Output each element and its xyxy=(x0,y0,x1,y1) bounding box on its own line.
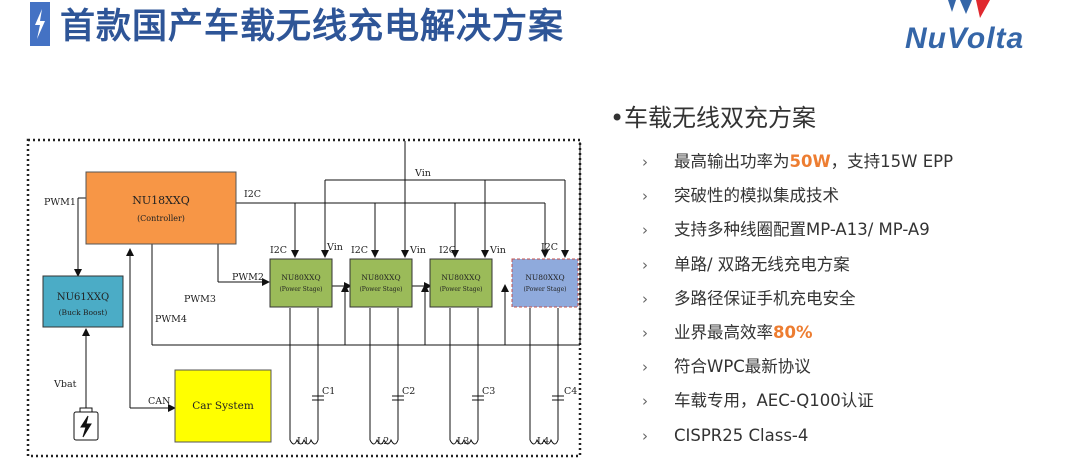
power-stage-2 xyxy=(349,258,413,308)
stage-4-sub: (Power Stage) xyxy=(523,286,566,293)
feature-list: •车载无线双充方案 › 最高输出功率为50W，支持15W EPP › 突破性的模拟集成… xyxy=(610,98,1070,453)
bullet-dot: • xyxy=(610,104,625,132)
label-c1: C1 xyxy=(322,386,335,397)
feature-text: 单路/ 双路无线充电方案 xyxy=(674,254,850,274)
feature-text: 支持多种线圈配置MP-A13/ MP-A9 xyxy=(674,220,930,240)
label-i2c-1: I2C xyxy=(270,245,287,256)
label-i2c-2: I2C xyxy=(351,245,368,256)
label-i2c-main: I2C xyxy=(244,189,261,200)
feature-text-suffix: ，支持15W EPP xyxy=(830,152,954,171)
feature-text: 业界最高效率 xyxy=(674,322,773,342)
chevron-right-icon: › xyxy=(642,289,648,308)
label-c3: C3 xyxy=(482,386,495,397)
chevron-right-icon: › xyxy=(642,153,648,171)
label-pwm3: PWM3 xyxy=(184,294,216,305)
car-system-block xyxy=(174,369,272,443)
label-pwm2: PWM2 xyxy=(232,272,264,283)
label-i2c-3: I2C xyxy=(439,245,456,256)
power-stage-4 xyxy=(511,258,579,308)
label-vin-2: Vin xyxy=(409,245,426,256)
stage-1-sub: (Power Stage) xyxy=(279,286,322,293)
stage-2-name: NU80XXQ xyxy=(361,273,400,282)
feature-item: › 业界最高效率80% xyxy=(610,316,1070,350)
label-l4: L4 xyxy=(537,436,549,447)
feature-item: › 最高输出功率为50W，支持15W EPP xyxy=(610,145,1070,179)
logo-text: NuVolta xyxy=(905,22,1025,55)
feature-text: 符合WPC最新协议 xyxy=(674,357,811,377)
feature-item: › 车载专用，AEC-Q100认证 xyxy=(610,384,1070,418)
label-l3: L3 xyxy=(457,436,469,447)
power-stage-1 xyxy=(269,258,333,308)
controller-name: NU18XXQ xyxy=(132,194,190,207)
title-accent-bar xyxy=(30,2,50,46)
feature-text: 多路径保证手机充电安全 xyxy=(674,288,856,308)
label-c2: C2 xyxy=(402,386,415,397)
label-i2c-4: I2C xyxy=(541,242,558,253)
label-pwm1: PWM1 xyxy=(44,197,76,208)
buck-sub: (Buck Boost) xyxy=(59,308,108,317)
battery-icon xyxy=(73,407,99,441)
controller-block xyxy=(85,171,237,245)
feature-items: › 最高输出功率为50W，支持15W EPP › 突破性的模拟集成技术 › 支持多种线圈配… xyxy=(610,145,1070,453)
label-l1: L1 xyxy=(297,436,309,447)
wires xyxy=(74,141,581,412)
buck-block xyxy=(42,275,124,328)
output-legs xyxy=(289,308,564,445)
feature-item: › 支持多种线圈配置MP-A13/ MP-A9 xyxy=(610,213,1070,247)
feature-item: › 多路径保证手机充电安全 xyxy=(610,282,1070,316)
stage-3-sub: (Power Stage) xyxy=(439,286,482,293)
feature-item: › CISPR25 Class-4 xyxy=(610,419,1070,453)
feature-text: 车载专用，AEC-Q100认证 xyxy=(674,391,874,411)
system-block-diagram: NU18XXQ (Controller) NU61XXQ (Buck Boost… xyxy=(26,138,582,458)
feature-item: › 突破性的模拟集成技术 xyxy=(610,179,1070,213)
label-vbat: Vbat xyxy=(53,379,77,390)
label-vin-3: Vin xyxy=(489,245,506,256)
feature-highlight: 80% xyxy=(773,322,813,342)
chevron-right-icon: › xyxy=(642,255,648,274)
feature-item: › 单路/ 双路无线充电方案 xyxy=(610,248,1070,282)
label-vin-main: Vin xyxy=(414,168,431,179)
chevron-right-icon: › xyxy=(642,392,648,411)
chevron-right-icon: › xyxy=(642,426,648,445)
stage-4-name: NU80XXQ xyxy=(525,273,564,282)
feature-item: › 符合WPC最新协议 xyxy=(610,350,1070,384)
feature-heading: •车载无线双充方案 xyxy=(610,104,816,132)
page-title: 首款国产车载无线充电解决方案 xyxy=(60,7,565,47)
feature-text: 最高输出功率为 xyxy=(674,152,790,171)
nuvolta-logo xyxy=(948,0,990,18)
buck-name: NU61XXQ xyxy=(57,292,109,303)
label-pwm4: PWM4 xyxy=(155,314,187,325)
feature-text: CISPR25 Class-4 xyxy=(674,425,809,445)
power-stage-3 xyxy=(429,258,493,308)
stage-3-name: NU80XXQ xyxy=(441,273,480,282)
feature-highlight: 50W xyxy=(789,152,831,171)
stage-1-name: NU80XXQ xyxy=(281,273,320,282)
stage-2-sub: (Power Stage) xyxy=(359,286,402,293)
chevron-right-icon: › xyxy=(642,323,648,342)
lightning-icon xyxy=(35,9,45,39)
chevron-right-icon: › xyxy=(642,358,648,377)
car-system-label: Car System xyxy=(192,400,254,412)
feature-text: 突破性的模拟集成技术 xyxy=(674,186,839,206)
chevron-right-icon: › xyxy=(642,221,648,240)
label-c4: C4 xyxy=(564,386,577,397)
label-l2: L2 xyxy=(377,436,389,447)
chevron-right-icon: › xyxy=(642,187,648,206)
controller-sub: (Controller) xyxy=(137,214,185,223)
label-vin-1: Vin xyxy=(326,242,343,253)
label-can: CAN xyxy=(148,396,170,407)
